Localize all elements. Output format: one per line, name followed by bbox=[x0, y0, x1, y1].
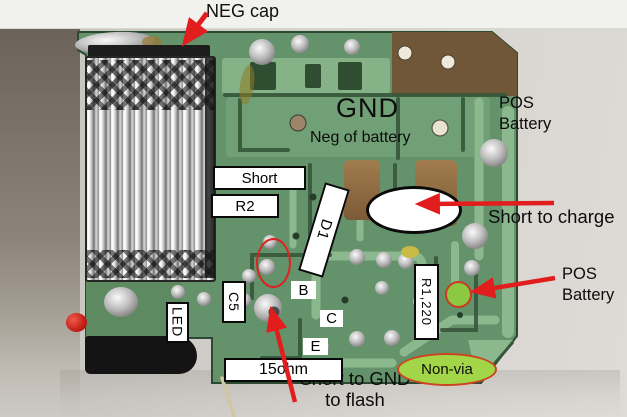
board-hole bbox=[397, 45, 413, 61]
board-hole bbox=[431, 119, 449, 137]
board-hole bbox=[440, 54, 456, 70]
short-to-charge-ellipse bbox=[366, 186, 462, 234]
solder-blob bbox=[104, 287, 138, 317]
trace-gap bbox=[338, 62, 362, 90]
red-led bbox=[66, 313, 87, 332]
via-group bbox=[292, 193, 463, 318]
trace-gap bbox=[305, 64, 321, 88]
transistor-base-label: B bbox=[291, 281, 316, 299]
trace-gap bbox=[250, 62, 276, 90]
photo-background-left bbox=[0, 28, 80, 417]
led-component-label: LED bbox=[166, 302, 189, 343]
short-component-label: Short bbox=[213, 166, 306, 190]
ground-pour bbox=[226, 97, 490, 157]
non-via-ellipse: Non-via bbox=[397, 353, 497, 386]
r1-220-label: R1,220 bbox=[414, 264, 439, 340]
solder-joints-circle bbox=[256, 238, 291, 288]
c5-component-label: C5 bbox=[222, 281, 246, 323]
flash-lens-frame bbox=[205, 58, 215, 278]
flash-tube-cap bbox=[88, 45, 210, 58]
neg-cap-label: NEG cap bbox=[206, 1, 280, 21]
r2-component-label: R2 bbox=[211, 194, 279, 218]
flux-stain bbox=[239, 65, 255, 105]
pos-battery-right-label: POS Battery bbox=[562, 265, 615, 304]
pos-battery-top-label: POS Battery bbox=[499, 94, 552, 133]
pos-battery-point bbox=[445, 281, 472, 308]
resistor-15ohm-label: 15ohm bbox=[224, 358, 343, 382]
neg-of-battery-label: Neg of battery bbox=[310, 129, 411, 146]
top-banner bbox=[0, 0, 627, 29]
component-lead bbox=[220, 376, 236, 417]
non-via-label: Non-via bbox=[421, 361, 473, 378]
short-to-charge-label: Short to charge bbox=[488, 206, 615, 227]
board-hole bbox=[289, 114, 307, 132]
gnd-label: GND bbox=[336, 93, 399, 123]
glue-spot bbox=[401, 246, 419, 258]
reflector-facets-bottom bbox=[87, 250, 214, 278]
flash-lens bbox=[85, 56, 216, 282]
transistor-emitter-label: E bbox=[303, 338, 328, 355]
reflector-facets-top bbox=[87, 60, 214, 110]
transistor-collector-label: C bbox=[320, 310, 343, 327]
